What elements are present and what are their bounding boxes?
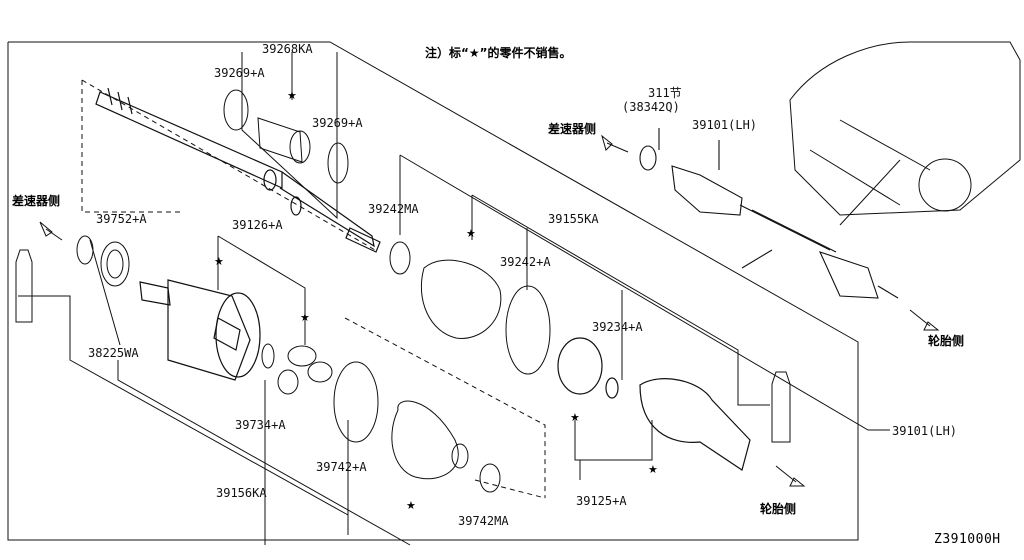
part-39752A: 39752+A: [96, 212, 147, 226]
part-39234A: 39234+A: [592, 320, 643, 334]
not-sold-star: ★: [570, 411, 580, 424]
tripod-joint: [277, 345, 333, 395]
not-sold-star: ★: [406, 499, 416, 512]
tire-side-label-inset: 轮胎侧: [928, 334, 965, 348]
leader-39268KA: [241, 52, 338, 220]
grease-tube-right: [771, 371, 791, 443]
not-sold-star: ★: [648, 463, 658, 476]
drive-shaft-main: [95, 87, 381, 253]
not-sold-star: ★: [287, 89, 297, 102]
arrow-tire-bottom: [775, 465, 806, 487]
frame-outline: [7, 41, 859, 541]
leader-38225WA: [18, 295, 349, 535]
part-39101LH-main: 39101(LH): [892, 424, 958, 438]
part-39155KA: 39155KA: [548, 212, 599, 226]
snap-ring-39734: [261, 343, 275, 369]
ring-39752: [100, 241, 130, 287]
part-39742A: 39742+A: [316, 460, 367, 474]
outer-joint: [557, 337, 751, 471]
not-sold-star: ★: [300, 311, 310, 324]
part-38225WA: 38225WA: [88, 346, 139, 360]
not-sold-star: ★: [214, 255, 224, 268]
differential-side-label-inset: 差速器侧: [548, 122, 597, 136]
part-39101LH-inset: 39101(LH): [692, 118, 758, 132]
part-39269A-right: 39269+A: [312, 116, 363, 130]
part-39125A: 39125+A: [576, 494, 627, 508]
grease-tube-left: [15, 249, 33, 323]
inner-joint-housing: [139, 279, 261, 381]
differential-side-label: 差速器侧: [12, 194, 61, 208]
part-39156KA: 39156KA: [216, 486, 267, 500]
inner-boot: [333, 361, 501, 493]
tire-side-label: 轮胎侧: [760, 502, 797, 516]
snap-ring-38225: [76, 235, 94, 265]
not-sold-note: 注）标“★”的零件不销售。: [425, 46, 572, 60]
part-311: 311节: [648, 86, 682, 100]
part-39242A: 39242+A: [500, 255, 551, 269]
leader-39126A: [217, 235, 306, 345]
leader-39156KA: [117, 360, 411, 546]
leader-39155KA: [471, 194, 770, 406]
outer-boot: [389, 241, 551, 375]
part-38342Q: (38342Q): [622, 100, 680, 114]
dynamic-damper: [223, 89, 349, 184]
part-39126A: 39126+A: [232, 218, 283, 232]
part-39269A-top: 39269+A: [214, 66, 265, 80]
inset-car: [789, 41, 1021, 226]
leader-39242MA: [399, 154, 890, 431]
part-39742MA: 39742MA: [458, 514, 509, 528]
not-sold-star: ★: [466, 227, 476, 240]
part-39242MA: 39242MA: [368, 202, 419, 216]
arrow-differential-left: [39, 221, 63, 241]
arrow-tire-inset: [909, 309, 940, 331]
diagram-code: Z391000H: [934, 532, 1001, 547]
inset-shaft: [639, 128, 899, 299]
leader-39125A: [574, 420, 653, 461]
part-39268KA: 39268KA: [262, 42, 313, 56]
part-39734A: 39734+A: [235, 418, 286, 432]
arrow-differential-inset: [601, 134, 629, 153]
